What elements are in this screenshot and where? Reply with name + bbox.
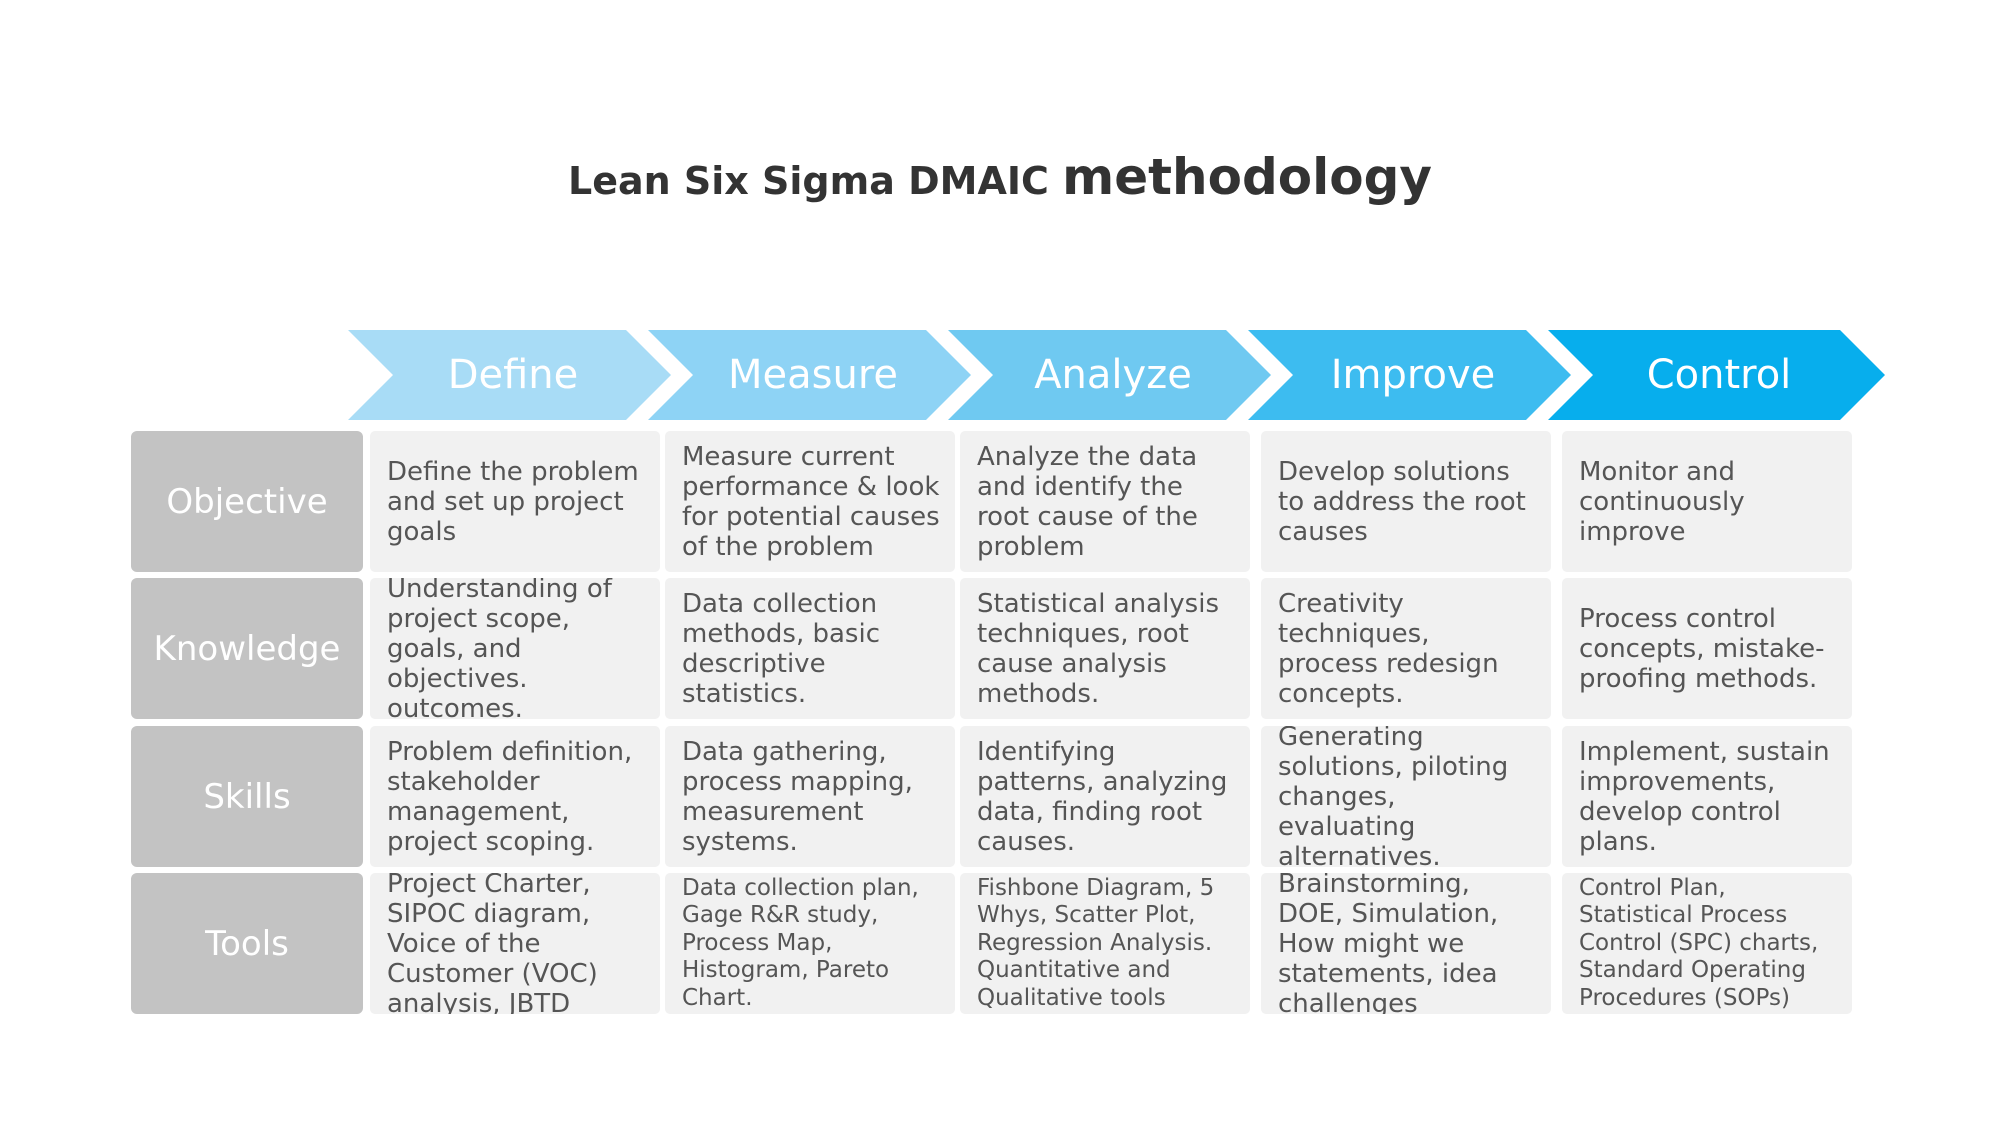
cell-objective-measure: Measure current performance & look for p… [665,431,955,572]
row-label-knowledge: Knowledge [131,578,363,719]
phase-label-analyze: Analyze [1034,352,1192,398]
cell-knowledge-improve: Creativity techniques, process redesign … [1261,578,1551,719]
cell-skills-analyze: Identifying patterns, analyzing data, fi… [960,726,1250,867]
phase-label-measure: Measure [728,352,898,398]
phase-arrow-analyze [948,330,1271,420]
dmaic-phase-arrows: Define Measure Analyze Improve Control [348,330,1888,420]
phase-arrow-improve [1248,330,1571,420]
cell-tools-analyze: Fishbone Diagram, 5 Whys, Scatter Plot, … [960,873,1250,1014]
phase-label-control: Control [1646,352,1792,398]
cell-objective-analyze: Analyze the data and identify the root c… [960,431,1250,572]
cell-skills-improve: Generating solutions, piloting changes, … [1261,726,1551,867]
row-label-skills: Skills [131,726,363,867]
cell-objective-define: Define the problem and set up project go… [370,431,660,572]
phase-label-improve: Improve [1330,352,1496,398]
cell-tools-improve: Brainstorming, DOE, Simulation, How migh… [1261,873,1551,1014]
phase-label-define: Define [447,352,579,398]
cell-skills-define: Problem definition, stakeholder manageme… [370,726,660,867]
cell-knowledge-control: Process control concepts, mistake-proofi… [1562,578,1852,719]
cell-knowledge-measure: Data collection methods, basic descripti… [665,578,955,719]
cell-tools-control: Control Plan, Statistical Process Contro… [1562,873,1852,1014]
row-label-objective: Objective [131,431,363,572]
title-part-1: Lean Six Sigma DMAIC [567,159,1063,203]
cell-tools-define: Project Charter, SIPOC diagram, Voice of… [370,873,660,1014]
cell-tools-measure: Data collection plan, Gage R&R study, Pr… [665,873,955,1014]
cell-objective-improve: Develop solutions to address the root ca… [1261,431,1551,572]
cell-skills-control: Implement, sustain improvements, develop… [1562,726,1852,867]
phase-arrow-measure [648,330,971,420]
row-label-tools: Tools [131,873,363,1014]
phase-arrow-control [1548,330,1885,420]
cell-knowledge-analyze: Statistical analysis techniques, root ca… [960,578,1250,719]
title-part-2: methodology [1062,148,1432,206]
cell-objective-control: Monitor and continuously improve [1562,431,1852,572]
cell-skills-measure: Data gathering, process mapping, measure… [665,726,955,867]
cell-knowledge-define: Understanding of project scope, goals, a… [370,578,660,719]
phase-arrows-svg [348,330,1885,420]
page-title: Lean Six Sigma DMAIC methodology [0,148,2000,206]
phase-arrow-define [348,330,671,420]
